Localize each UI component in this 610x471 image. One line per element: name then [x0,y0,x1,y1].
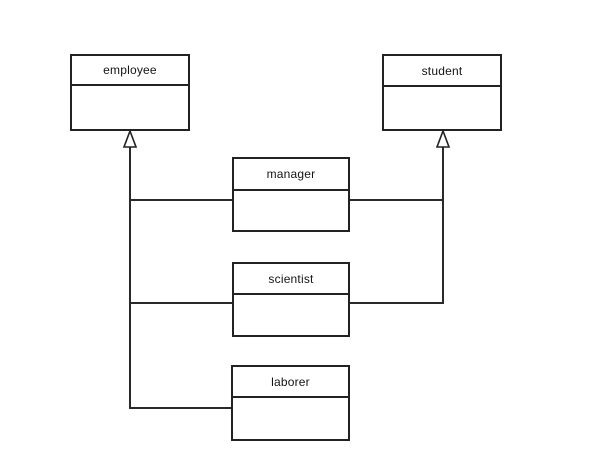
connector-manager-employee [129,199,232,201]
class-name-employee: employee [72,56,188,86]
connector-manager-student [350,199,444,201]
class-box-student: student [382,54,502,131]
connector-laborer-employee [129,407,231,409]
class-name-laborer: laborer [233,367,348,398]
connector-scientist-student [350,302,444,304]
class-name-student: student [384,56,500,87]
generalization-arrow-employee-icon [122,128,138,148]
class-box-manager: manager [232,157,350,232]
class-box-scientist: scientist [232,262,350,337]
class-box-laborer: laborer [231,365,350,441]
generalization-arrow-student-icon [435,128,451,148]
class-box-employee: employee [70,54,190,131]
class-name-manager: manager [234,159,348,191]
class-name-scientist: scientist [234,264,348,295]
connector-trunk-employee [129,146,131,409]
connector-trunk-student [442,146,444,304]
connector-scientist-employee [129,302,232,304]
